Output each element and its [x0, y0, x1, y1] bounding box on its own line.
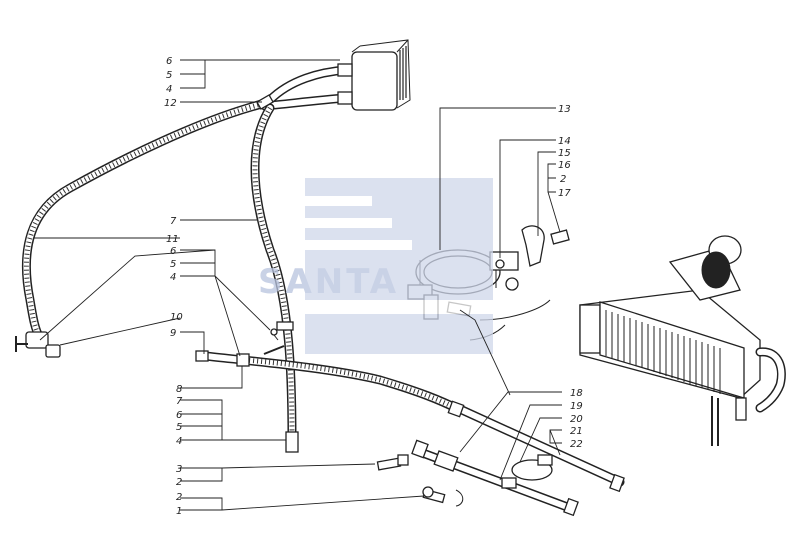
callout-10: 10 — [170, 312, 183, 323]
hose-end-fitting — [195, 350, 209, 362]
lower-tube-assembly — [411, 439, 625, 517]
callout-17: 17 — [558, 188, 571, 199]
callout-8: 8 — [176, 384, 182, 395]
callout-7: 7 — [176, 396, 183, 407]
callout-18: 18 — [570, 388, 583, 399]
callout-2: 2 — [176, 492, 182, 503]
hose-clip — [276, 321, 294, 331]
heater-unit — [337, 39, 411, 111]
hose-lower-diagonal — [200, 351, 465, 415]
callout-12: 12 — [164, 98, 177, 109]
callout-3: 3 — [176, 464, 182, 475]
vertical-hose-end — [285, 431, 299, 453]
callout-2: 2 — [176, 477, 182, 488]
hose-left-long — [21, 99, 267, 343]
callout-21: 21 — [570, 426, 583, 437]
hose-clamp-fitting — [236, 353, 250, 367]
drain-valve — [15, 331, 61, 358]
leader-lines — [33, 59, 562, 511]
callout-19: 19 — [570, 401, 583, 412]
hose-junction-clamp — [256, 94, 274, 110]
callout-4: 4 — [166, 84, 172, 95]
callout-1: 1 — [176, 506, 182, 517]
radiator-heater — [579, 235, 786, 446]
tube-coupling — [447, 400, 465, 418]
callout-4: 4 — [176, 436, 182, 447]
bolt-3 — [376, 454, 409, 471]
callout-13: 13 — [558, 104, 571, 115]
callout-2: 2 — [560, 174, 566, 185]
callout-6: 6 — [176, 410, 182, 421]
callout-6: 6 — [166, 56, 172, 67]
callout-6: 6 — [170, 246, 176, 257]
pin-9 — [263, 345, 285, 355]
callout-14: 14 — [558, 136, 571, 147]
callout-7: 7 — [170, 216, 177, 227]
cotter-pin-4b — [270, 328, 279, 341]
callout-20: 20 — [570, 414, 583, 425]
callout-5: 5 — [170, 259, 176, 270]
hose-vertical — [250, 103, 297, 445]
callout-16: 16 — [558, 160, 571, 171]
callout-9: 9 — [170, 328, 176, 339]
callout-22: 22 — [570, 439, 583, 450]
callout-5: 5 — [176, 422, 182, 433]
callout-labels: 6 5 4 12 13 14 15 16 2 17 7 11 6 5 4 10 … — [164, 56, 583, 517]
callout-11: 11 — [166, 234, 179, 245]
santa-watermark: SANTA — [258, 178, 493, 354]
watermark-text: SANTA — [258, 262, 399, 302]
callout-4: 4 — [170, 272, 176, 283]
bolt-1 — [422, 486, 446, 504]
callout-5: 5 — [166, 70, 172, 81]
callout-15: 15 — [558, 148, 571, 159]
tube-lower-right — [457, 405, 625, 487]
